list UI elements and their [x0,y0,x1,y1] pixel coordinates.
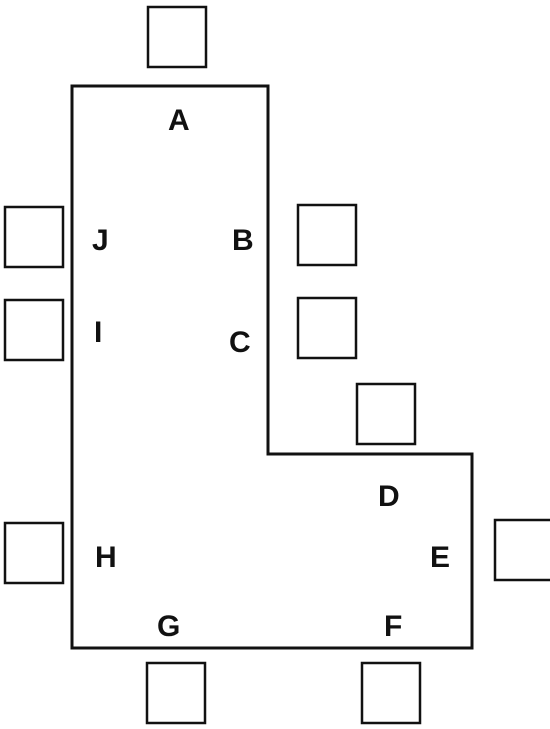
answer-box-b[interactable] [296,203,358,267]
answer-box-c[interactable] [296,296,358,360]
label-i: I [94,316,102,349]
l-shape-outline [70,84,474,650]
answer-box-d[interactable] [355,382,417,446]
answer-box-e[interactable] [493,518,550,582]
answer-box-h[interactable] [3,521,65,585]
answer-box-g[interactable] [145,661,207,725]
label-d: D [378,480,400,513]
label-c: C [229,326,251,359]
label-g: G [157,610,180,643]
label-j: J [92,224,109,257]
label-h: H [95,541,117,574]
answer-box-a[interactable] [146,5,208,69]
label-a: A [168,104,190,137]
answer-box-f[interactable] [360,661,422,725]
answer-box-j[interactable] [3,205,65,269]
label-b: B [232,224,254,257]
label-f: F [384,610,402,643]
answer-box-i[interactable] [3,298,65,362]
label-e: E [430,541,450,574]
